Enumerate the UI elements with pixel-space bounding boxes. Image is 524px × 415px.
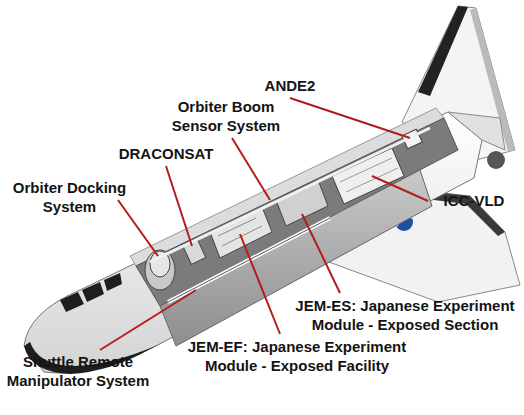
- cockpit-window: [104, 273, 122, 291]
- part-label: ANDE2: [258, 76, 322, 95]
- leader-line: [100, 290, 196, 350]
- leader-line: [302, 214, 340, 293]
- payload-item: [276, 180, 328, 226]
- engine-bell: [487, 151, 505, 169]
- leader-line: [240, 234, 280, 334]
- leader-line: [118, 200, 158, 256]
- robotic-arm: [168, 218, 330, 302]
- robotic-arm: [168, 218, 330, 302]
- fuselage: [24, 112, 482, 373]
- part-label: Shuttle Remote Manipulator System: [3, 352, 153, 390]
- cockpit-window: [82, 282, 104, 302]
- part-label: JEM-EF: Japanese Experiment Module - Exp…: [183, 337, 411, 375]
- part-label: DRACONSAT: [110, 144, 222, 163]
- part-label: JEM-ES: Japanese Experiment Module - Exp…: [290, 296, 520, 334]
- fuselage: [24, 112, 505, 374]
- payload-item: [218, 218, 262, 246]
- tail-fin: [418, 6, 468, 96]
- oms-pod: [448, 112, 505, 150]
- leader-line: [166, 166, 192, 246]
- part-label: Orbiter Boom Sensor System: [163, 97, 289, 135]
- payload-item: [210, 207, 272, 258]
- leader-line: [290, 98, 410, 138]
- part-label: ICC-VLD: [430, 191, 518, 210]
- leader-line: [372, 176, 428, 201]
- leader-line: [232, 138, 270, 200]
- cockpit-window: [60, 292, 84, 312]
- part-label: Orbiter Docking System: [2, 178, 137, 216]
